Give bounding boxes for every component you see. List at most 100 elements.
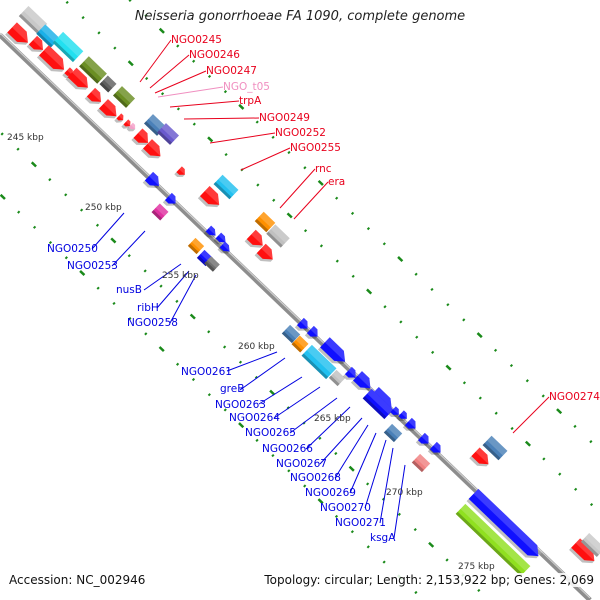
gene-label-NGO0247[interactable]: NGO0247 (206, 65, 257, 77)
gene-feature[interactable] (383, 423, 403, 443)
gene-feature[interactable] (26, 35, 48, 57)
gene-feature[interactable] (455, 503, 531, 577)
gene-feature[interactable] (411, 453, 431, 473)
gene-label-NGO0267[interactable]: NGO0267 (276, 458, 327, 470)
gene-feature[interactable] (113, 86, 135, 108)
gene-feature[interactable] (151, 203, 169, 221)
gene-feature[interactable] (5, 22, 33, 49)
gene-feature[interactable] (187, 237, 205, 255)
gene-label-NGO0245[interactable]: NGO0245 (171, 34, 222, 46)
gene-feature[interactable] (469, 447, 493, 470)
gene-feature[interactable] (162, 192, 180, 209)
leader-line (379, 447, 394, 524)
gene-label-NGO0246[interactable]: NGO0246 (189, 49, 240, 61)
gene-label-greB[interactable]: greB (220, 383, 244, 395)
gene-label-nusB[interactable]: nusB (116, 284, 142, 296)
gene-feature[interactable] (427, 441, 445, 458)
gene-feature[interactable] (96, 99, 121, 123)
gene-feature[interactable] (266, 224, 290, 248)
gene-feature[interactable] (569, 538, 599, 568)
tick-mark (97, 31, 101, 35)
gene-feature[interactable] (131, 128, 153, 149)
gene-label-NGO0253[interactable]: NGO0253 (67, 260, 118, 272)
gene-feature[interactable] (174, 166, 188, 179)
gene-label-rnc[interactable]: rnc (315, 163, 332, 175)
gene-label-NGO0263[interactable]: NGO0263 (215, 399, 266, 411)
gene-label-NGO0274[interactable]: NGO0274 (549, 391, 600, 403)
gene-feature[interactable] (281, 324, 301, 344)
gene-feature[interactable] (18, 5, 48, 35)
gene-feature[interactable] (244, 229, 268, 253)
gene-label-ribH[interactable]: ribH (137, 302, 159, 314)
gene-label-NGO0250[interactable]: NGO0250 (47, 243, 98, 255)
leader-line (334, 424, 369, 479)
gene-label-NGO0266[interactable]: NGO0266 (262, 443, 313, 455)
tick-mark (541, 394, 545, 398)
gene-feature[interactable] (126, 122, 138, 134)
gene-feature[interactable] (291, 335, 309, 353)
gene-feature[interactable] (415, 432, 433, 449)
accession-text: Accession: NC_002946 (9, 573, 146, 587)
gene-feature[interactable] (466, 488, 544, 564)
tick-mark (477, 588, 481, 593)
tick-mark (95, 223, 100, 227)
gene-feature[interactable] (254, 243, 278, 267)
tick-label-260: 260 kbp (238, 342, 275, 352)
gene-feature[interactable] (328, 369, 346, 387)
gene-feature[interactable] (52, 31, 84, 63)
gene-feature[interactable] (317, 337, 350, 369)
gene-feature[interactable] (482, 435, 508, 461)
gene-feature[interactable] (213, 174, 239, 200)
gene-label-NGO0264[interactable]: NGO0264 (229, 412, 280, 424)
leader-line (349, 432, 377, 494)
gene-label-trpA[interactable]: trpA (239, 95, 262, 107)
gene-feature[interactable] (36, 45, 69, 77)
gene-feature[interactable] (294, 317, 312, 334)
gene-feature[interactable] (350, 371, 375, 395)
tick-mark (413, 527, 417, 532)
gene-feature[interactable] (204, 256, 220, 272)
tick-label-265: 265 kbp (314, 414, 351, 424)
tick-mark (524, 440, 532, 447)
tick-mark (303, 166, 307, 170)
gene-label-NGO0269[interactable]: NGO0269 (305, 487, 356, 499)
gene-label-NGO0261[interactable]: NGO0261 (181, 366, 232, 378)
gene-label-NGO0270[interactable]: NGO0270 (320, 502, 371, 514)
gene-label-NGO0252[interactable]: NGO0252 (275, 127, 326, 139)
gene-feature[interactable] (301, 344, 337, 380)
gene-label-NGO0249[interactable]: NGO0249 (259, 112, 310, 124)
gene-label-NGO0268[interactable]: NGO0268 (290, 472, 341, 484)
gene-feature[interactable] (203, 225, 219, 241)
tick-mark (350, 530, 354, 534)
gene-feature[interactable] (402, 417, 420, 434)
gene-label-NGO0265[interactable]: NGO0265 (245, 427, 296, 439)
gene-label-NGO0255[interactable]: NGO0255 (290, 142, 341, 154)
leader-line (279, 168, 316, 209)
gene-feature[interactable] (254, 211, 276, 233)
tick-mark (158, 346, 165, 353)
gene-feature[interactable] (362, 388, 394, 420)
gene-feature[interactable] (197, 186, 225, 212)
gene-feature[interactable] (99, 75, 117, 93)
gene-feature[interactable] (121, 119, 133, 130)
gene-feature[interactable] (396, 410, 410, 423)
gene-label-NGO0271[interactable]: NGO0271 (335, 517, 386, 529)
gene-label-NGO_t05[interactable]: NGO_t05 (223, 81, 270, 93)
gene-feature[interactable] (79, 56, 107, 84)
gene-feature[interactable] (304, 325, 322, 342)
gene-label-ksgA[interactable]: ksgA (370, 532, 396, 544)
gene-feature[interactable] (114, 113, 126, 124)
gene-feature[interactable] (213, 232, 229, 248)
gene-feature[interactable] (65, 67, 93, 95)
gene-feature[interactable] (142, 171, 164, 193)
gene-feature[interactable] (388, 406, 402, 419)
gene-feature[interactable] (84, 87, 106, 109)
gene-feature[interactable] (580, 533, 600, 557)
tick-mark (319, 244, 324, 248)
gene-label-era[interactable]: era (328, 176, 345, 188)
gene-feature[interactable] (140, 139, 165, 163)
gene-feature[interactable] (342, 366, 360, 383)
gene-label-NGO0258[interactable]: NGO0258 (127, 317, 178, 329)
gene-feature[interactable] (217, 241, 233, 257)
gene-feature[interactable] (157, 123, 179, 145)
